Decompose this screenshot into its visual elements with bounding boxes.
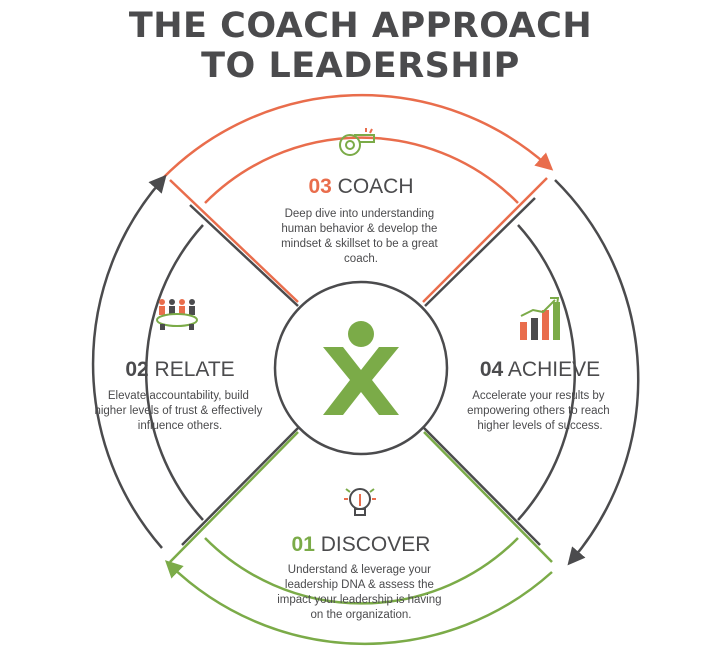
coach-number: 03 [308,175,331,198]
divider-top-right [422,177,548,303]
relate-heading: 02 RELATE [125,358,234,381]
divider-bottom-right [423,431,553,563]
relate-number: 02 [125,358,148,381]
page-title-line-1: THE COACH APPROACH [128,6,593,46]
discover-desc-line: leadership DNA & assess the [285,579,434,591]
achieve-heading: 04 ACHIEVE [480,358,600,381]
relate-outer-arc [91,174,167,549]
whistle-icon [339,128,375,156]
person-x-logo [323,321,399,415]
coach-inner-arc [204,136,519,204]
page-title-line-2: TO LEADERSHIP [201,46,520,86]
growth-chart-icon [520,297,560,340]
achieve-name: ACHIEVE [508,358,600,381]
discover-heading: 01 DISCOVER [292,533,431,556]
achieve-desc-line: Accelerate your results by [472,390,605,402]
relate-desc-line: influence others. [138,420,222,432]
achieve-desc-line: higher levels of success. [477,420,602,432]
divider-top-left [169,179,299,303]
relate-inner-arc [145,224,204,521]
meeting-table-icon [156,299,198,330]
relate-desc-line: higher levels of trust & effectively [94,405,262,417]
discover-desc-line: Understand & leverage your [288,564,431,576]
divider-top-left-gray [189,204,299,307]
coach-name: COACH [338,175,414,198]
coach-desc-line: coach. [344,253,378,265]
relate-desc-line: Elevate accountability, build [108,390,249,402]
discover-desc-line: impact your leadership is having [277,594,441,606]
discover-inner-arc [204,537,519,605]
coach-outer-arc [162,93,554,179]
center-circle [273,280,449,456]
coach-desc-line: human behavior & develop the [281,223,437,235]
achieve-number: 04 [480,358,504,381]
divider-bottom-left [169,431,299,563]
lightbulb-icon [344,488,376,516]
coach-desc-line: mindset & skillset to be a great [281,238,438,250]
discover-name: DISCOVER [321,533,431,556]
achieve-outer-arc [554,179,640,566]
divider-bottom-right-gray [423,427,541,546]
coach-desc-line: Deep dive into understanding [285,208,435,220]
coach-description: Deep dive into understanding human behav… [281,208,441,265]
discover-desc-line: on the organization. [310,609,411,621]
divider-bottom-left-gray [181,427,299,546]
relate-name: RELATE [155,358,235,381]
achieve-description: Accelerate your results by empowering ot… [467,390,613,432]
achieve-inner-arc [517,224,576,521]
relate-description: Elevate accountability, build higher lev… [94,390,265,432]
discover-number: 01 [292,533,316,556]
discover-outer-arc [164,560,553,646]
achieve-desc-line: empowering others to reach [467,405,610,417]
discover-description: Understand & leverage your leadership DN… [277,564,444,621]
divider-top-right-gray [424,197,536,307]
coach-heading: 03 COACH [308,175,413,198]
